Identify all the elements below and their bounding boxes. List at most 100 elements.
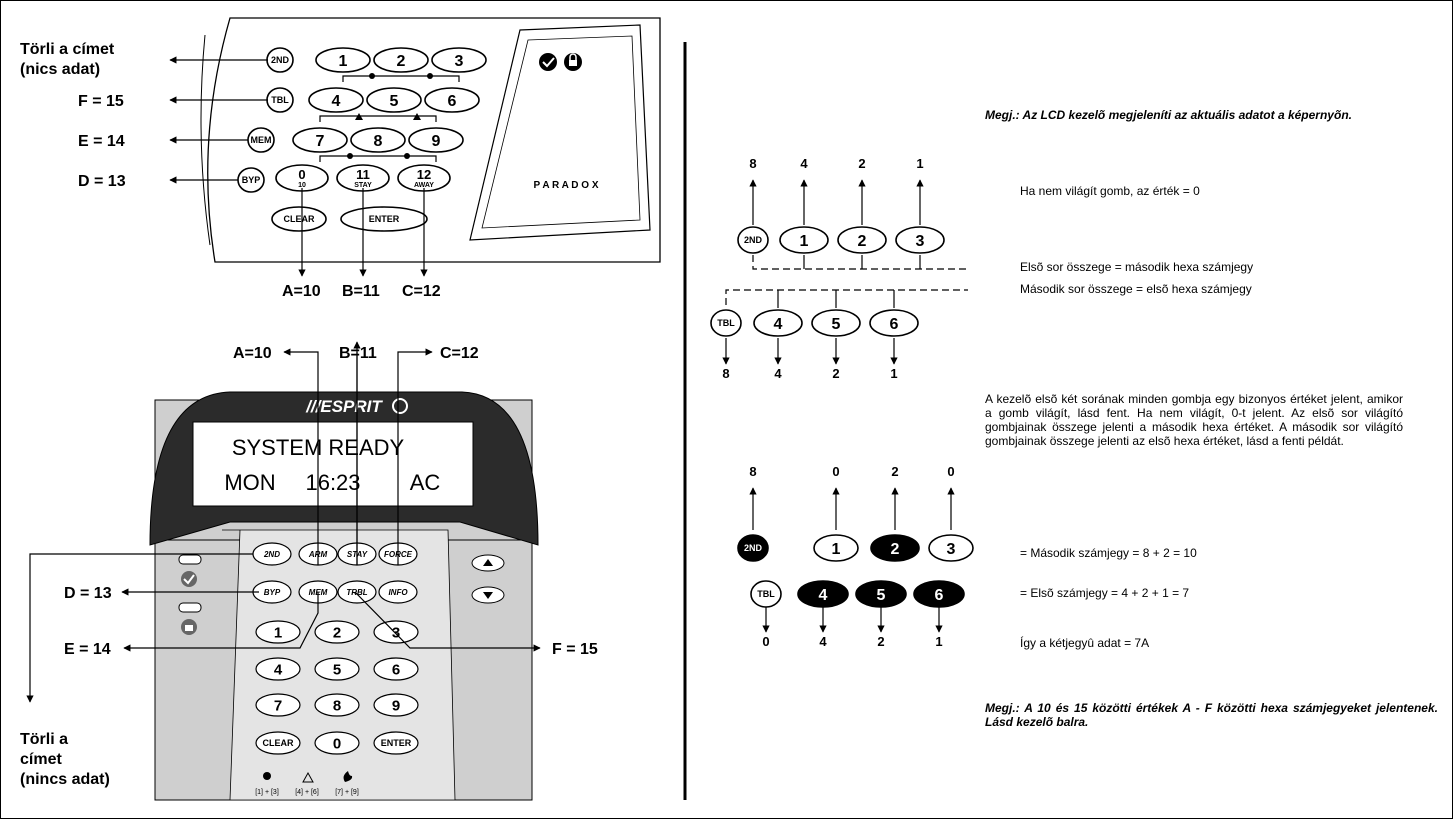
esprit-key-clear[interactable]: CLEAR xyxy=(256,732,300,754)
d2-top-0: 8 xyxy=(749,464,756,479)
key-5[interactable]: 5 xyxy=(367,88,421,112)
esprit-key-enter[interactable]: ENTER xyxy=(374,732,418,754)
esprit-key-2nd[interactable]: 2ND xyxy=(253,543,291,565)
paradox-brand: P A R A D O X xyxy=(533,180,598,191)
key-byp-label: BYP xyxy=(242,175,261,185)
esprit-e-label: E = 14 xyxy=(64,641,111,658)
d2-key-3-label: 3 xyxy=(947,541,956,558)
d1-key-3-label: 3 xyxy=(916,233,925,250)
esprit-clear-label-3: (nincs adat) xyxy=(20,771,110,788)
d2-bottom-0: 0 xyxy=(762,634,769,649)
esprit-key-2[interactable]: 2 xyxy=(315,621,359,643)
d2-key-2nd-label: 2ND xyxy=(744,543,763,553)
f-label: F = 15 xyxy=(78,93,124,110)
key-5-label: 5 xyxy=(390,93,399,110)
legend-2: [4] + [6] xyxy=(295,789,319,796)
esprit-key-0[interactable]: 0 xyxy=(315,732,359,754)
d1-key-4[interactable]: 4 xyxy=(754,310,802,336)
key-8-label: 8 xyxy=(374,133,383,150)
key-3-label: 3 xyxy=(455,53,464,70)
d2-key-4[interactable]: 4 xyxy=(798,581,848,607)
key-clear[interactable]: CLEAR xyxy=(272,207,326,231)
esprit-key-9[interactable]: 9 xyxy=(374,694,418,716)
clear-address-label-2: (nics adat) xyxy=(20,61,100,78)
d2-key-2-label: 2 xyxy=(891,541,900,558)
esprit-key-5[interactable]: 5 xyxy=(315,658,359,680)
d1-key-tbl-label: TBL xyxy=(717,318,735,328)
d1-key-2nd-label: 2ND xyxy=(744,235,763,245)
key-2[interactable]: 2 xyxy=(374,48,428,72)
esprit-key-trbl[interactable]: TRBL xyxy=(338,581,376,603)
esprit-key-info[interactable]: INFO xyxy=(379,581,417,603)
key-1[interactable]: 1 xyxy=(316,48,370,72)
esprit-key-2nd-label: 2ND xyxy=(263,550,280,559)
esprit-key-2-label: 2 xyxy=(333,624,341,641)
esprit-key-trbl-label: TRBL xyxy=(346,588,367,597)
d1-key-tbl[interactable]: TBL xyxy=(711,310,741,336)
esprit-key-7-label: 7 xyxy=(274,697,282,714)
key-2nd[interactable]: 2ND xyxy=(267,48,293,72)
legend-3: [7] + [9] xyxy=(335,789,359,796)
text-eq1: = Második számjegy = 8 + 2 = 10 xyxy=(1020,546,1197,560)
key-9[interactable]: 9 xyxy=(409,128,463,152)
lcd-day: MON xyxy=(224,470,275,495)
d2-key-3[interactable]: 3 xyxy=(929,535,973,561)
key-tbl[interactable]: TBL xyxy=(267,88,293,112)
key-mem[interactable]: MEM xyxy=(248,128,274,152)
text-result: Így a kétjegyû adat = 7A xyxy=(1020,635,1149,650)
key-7[interactable]: 7 xyxy=(293,128,347,152)
d1-key-6[interactable]: 6 xyxy=(870,310,918,336)
key-1-label: 1 xyxy=(339,53,348,70)
d1-key-3[interactable]: 3 xyxy=(896,227,944,253)
d1-key-2-label: 2 xyxy=(858,233,867,250)
esprit-key-9-label: 9 xyxy=(392,697,400,714)
esprit-key-3[interactable]: 3 xyxy=(374,621,418,643)
key-byp[interactable]: BYP xyxy=(238,168,264,192)
d2-key-5[interactable]: 5 xyxy=(856,581,906,607)
d2-top-1: 0 xyxy=(832,464,839,479)
d2-key-tbl-label: TBL xyxy=(757,589,775,599)
d2-bottom-1: 4 xyxy=(819,634,827,649)
esprit-c-label: C=12 xyxy=(440,345,479,362)
d-label: D = 13 xyxy=(78,173,126,190)
d1-key-2nd[interactable]: 2ND xyxy=(738,227,768,253)
esprit-key-7[interactable]: 7 xyxy=(256,694,300,716)
d2-key-1[interactable]: 1 xyxy=(814,535,858,561)
d1-key-2[interactable]: 2 xyxy=(838,227,886,253)
d2-key-2nd[interactable]: 2ND xyxy=(738,535,768,561)
key-6[interactable]: 6 xyxy=(425,88,479,112)
scroll-down-button[interactable] xyxy=(472,587,504,603)
text-unlit: Ha nem világít gomb, az érték = 0 xyxy=(1020,184,1200,198)
a-label: A=10 xyxy=(282,283,321,300)
key-enter[interactable]: ENTER xyxy=(341,207,427,231)
esprit-key-clear-label: CLEAR xyxy=(263,738,294,748)
esprit-d-label: D = 13 xyxy=(64,585,112,602)
d1-top-1: 4 xyxy=(800,156,808,171)
esprit-key-6[interactable]: 6 xyxy=(374,658,418,680)
key-4[interactable]: 4 xyxy=(309,88,363,112)
d1-top-2: 2 xyxy=(858,156,865,171)
d2-key-6[interactable]: 6 xyxy=(914,581,964,607)
key-3[interactable]: 3 xyxy=(432,48,486,72)
key-11-label: 11 xyxy=(356,167,370,182)
d1-key-5[interactable]: 5 xyxy=(812,310,860,336)
esprit-key-info-label: INFO xyxy=(388,588,408,597)
d2-key-tbl[interactable]: TBL xyxy=(751,581,781,607)
esprit-key-byp-label: BYP xyxy=(264,588,281,597)
esprit-key-8[interactable]: 8 xyxy=(315,694,359,716)
d1-bottom-3: 1 xyxy=(890,366,897,381)
key-8[interactable]: 8 xyxy=(351,128,405,152)
esprit-key-4[interactable]: 4 xyxy=(256,658,300,680)
scroll-up-button[interactable] xyxy=(472,555,504,571)
esprit-key-1[interactable]: 1 xyxy=(256,621,300,643)
esprit-f-label: F = 15 xyxy=(552,641,598,658)
d2-bottom-2: 2 xyxy=(877,634,884,649)
d1-bottom-2: 2 xyxy=(832,366,839,381)
legend-1: [1] + [3] xyxy=(255,789,279,796)
d2-key-2[interactable]: 2 xyxy=(871,535,919,561)
d1-key-1[interactable]: 1 xyxy=(780,227,828,253)
esprit-key-0-label: 0 xyxy=(333,735,341,752)
d1-key-1-label: 1 xyxy=(800,233,809,250)
text-eq2: = Elsõ számjegy = 4 + 2 + 1 = 7 xyxy=(1020,586,1189,600)
key-12-label: 12 xyxy=(417,167,431,182)
